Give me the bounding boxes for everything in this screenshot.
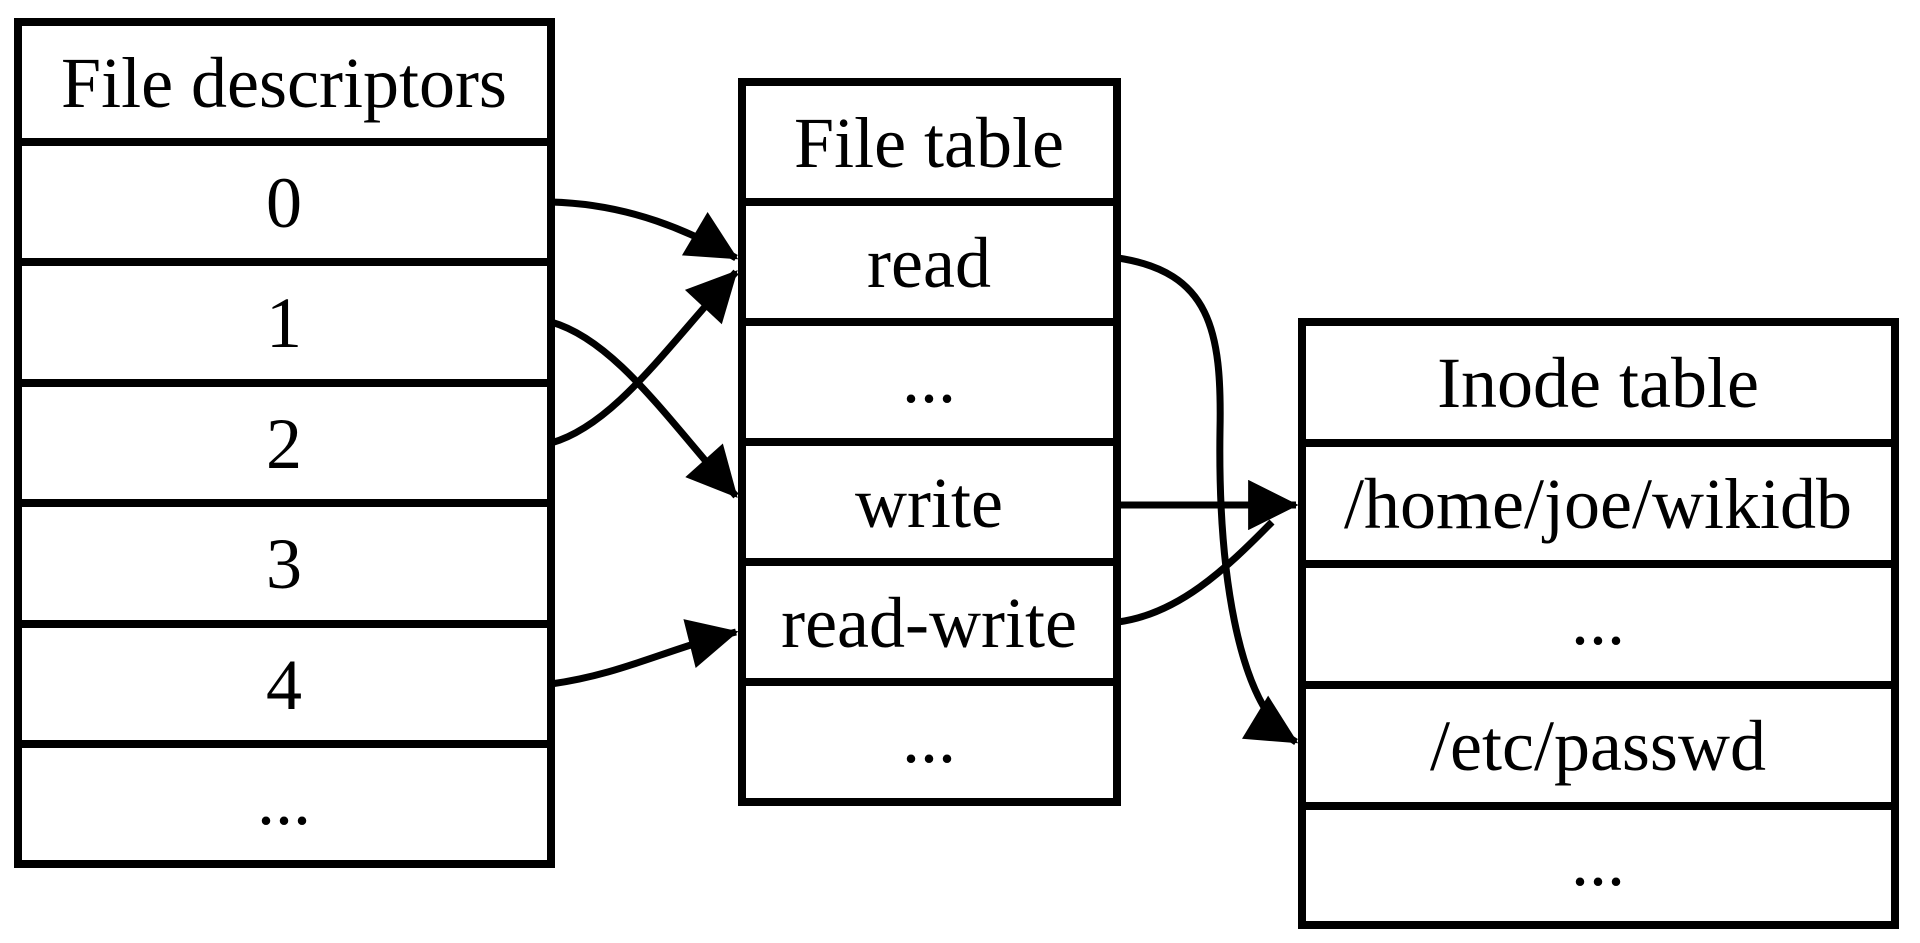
ft-row-read-label: read	[867, 223, 991, 303]
fd-row-1-label: 1	[266, 283, 302, 363]
arrow-read-write-to-home-joe-wikidb	[1117, 519, 1275, 626]
inode-row-wikidb-label: /home/joe/wikidb	[1344, 464, 1852, 544]
ft-row-ellipsis1-label: ...	[902, 338, 956, 418]
inode-row-passwd-label: /etc/passwd	[1430, 706, 1766, 786]
fd-row-0-label: 0	[266, 163, 302, 243]
fd-row-4-label: 4	[266, 645, 302, 725]
file-table-title: File table	[794, 103, 1064, 183]
ft-row-write-label: write	[855, 463, 1003, 543]
table-border	[1298, 318, 1899, 929]
edges	[550, 198, 1299, 745]
arrow-read-to-etc-passwd	[1117, 254, 1299, 745]
arrow-fd1-to-write	[550, 318, 739, 499]
inode-table-title: Inode table	[1437, 343, 1759, 423]
ft-row-ellipsis2-label: ...	[902, 698, 956, 778]
file-descriptors-title: File descriptors	[61, 43, 507, 123]
inode-table: Inode table /home/joe/wikidb ... /etc/pa…	[1298, 318, 1899, 929]
fd-row-3-label: 3	[266, 524, 302, 604]
arrow-fd4-to-read-write	[550, 619, 739, 688]
inode-row-ellipsis2-label: ...	[1571, 821, 1625, 901]
fd-row-ellipsis-label: ...	[257, 760, 311, 840]
fd-row-2-label: 2	[266, 404, 302, 484]
arrow-fd0-to-read	[550, 198, 739, 262]
file-table: File table read ... write read-write ...	[738, 78, 1121, 806]
inode-row-ellipsis1-label: ...	[1571, 580, 1625, 660]
ft-row-read-write-label: read-write	[781, 583, 1077, 663]
file-descriptors-table: File descriptors 0 1 2 3 4 ...	[14, 18, 555, 868]
table-border	[14, 18, 555, 868]
arrow-fd2-to-read	[550, 269, 739, 447]
